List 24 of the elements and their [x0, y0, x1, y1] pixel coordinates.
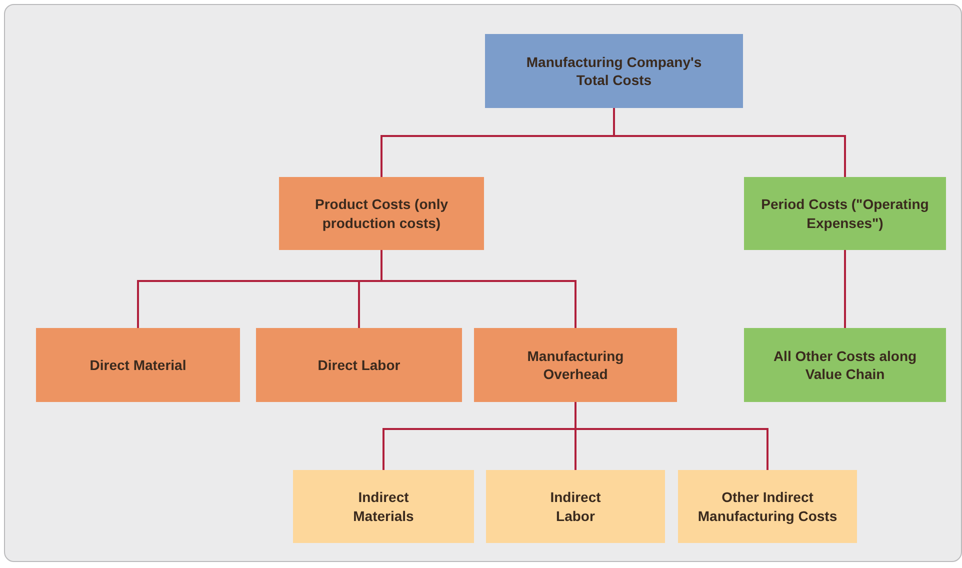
box-label: Manufacturing Overhead — [526, 346, 625, 384]
cost-box — [256, 328, 462, 402]
box-label: Direct Material — [90, 356, 186, 374]
cost-box — [279, 177, 484, 250]
cost-box — [486, 470, 665, 543]
cost-box — [678, 470, 857, 543]
box-label: Product Costs (only production costs) — [314, 195, 449, 232]
connector-line — [844, 250, 846, 328]
cost-box — [744, 177, 946, 250]
box-label: Indirect Materials — [352, 488, 415, 525]
total-costs-box — [485, 34, 743, 108]
cost-box — [293, 470, 474, 543]
box-label: Direct Labor — [318, 356, 400, 374]
box-label: Indirect Labor — [549, 488, 602, 525]
cost-box — [744, 328, 946, 402]
cost-box — [474, 328, 677, 402]
connector-line — [380, 250, 576, 328]
box-label: Period Costs ("Operating Expenses") — [760, 195, 930, 232]
connector-line — [613, 108, 846, 177]
cost-box — [36, 328, 240, 402]
box-label: Other Indirect Manufacturing Costs — [696, 488, 838, 525]
box-label: Manufacturing Company's Total Costs — [525, 52, 703, 90]
connector-line — [574, 402, 768, 470]
box-label: All Other Costs along Value Chain — [772, 346, 918, 384]
